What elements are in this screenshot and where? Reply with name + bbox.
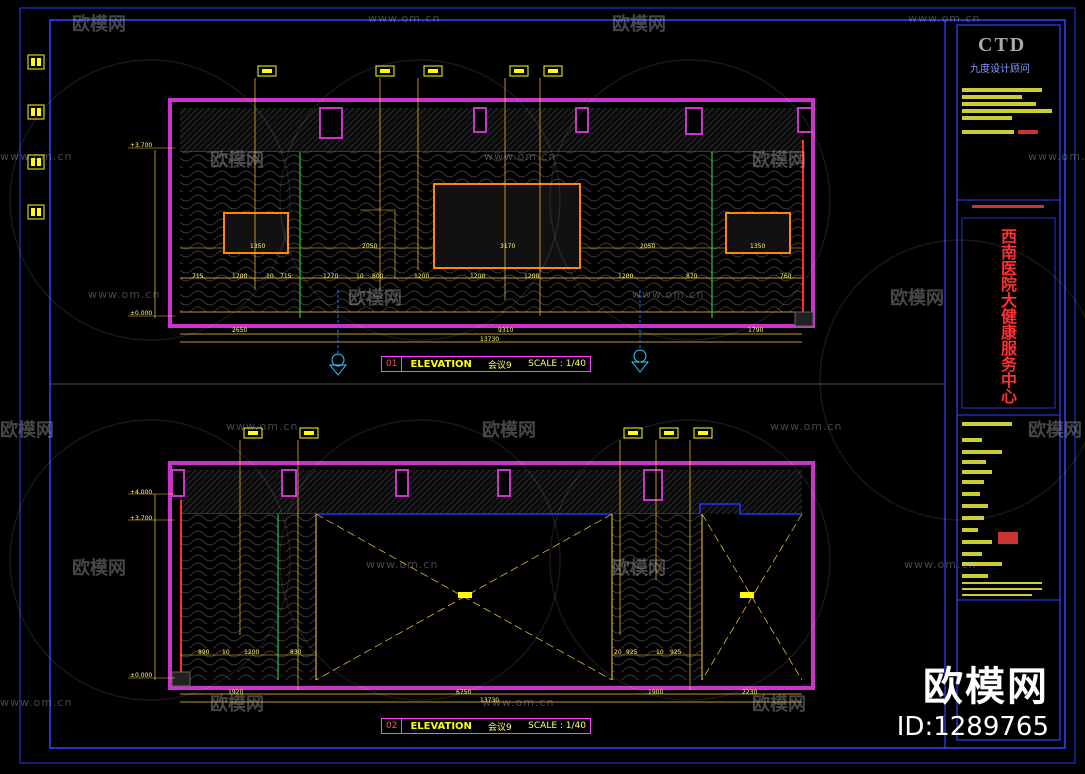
- dim-1: 1350: [250, 243, 266, 250]
- dim-2: 1920: [228, 689, 244, 696]
- watermark-url: www.om.cn: [770, 420, 843, 433]
- watermark-brand: 欧模网: [890, 288, 944, 309]
- watermark-url: www.om.cn: [632, 288, 705, 301]
- level-zero-2: ±0.000: [130, 672, 153, 679]
- watermark-url: www.om.cn: [1028, 150, 1085, 163]
- watermark-url: www.om.cn: [226, 420, 299, 433]
- dim-1: 800: [372, 273, 384, 280]
- watermark-brand: 欧模网: [752, 694, 806, 715]
- dim-2: 1900: [648, 689, 664, 696]
- dim-1: 870: [686, 273, 698, 280]
- dim-1: 760: [780, 273, 792, 280]
- dim-1: 13730: [480, 336, 500, 343]
- dim-2: 925: [670, 649, 682, 656]
- watermark-url: www.om.cn: [88, 288, 161, 301]
- watermark-brand: 欧模网: [612, 14, 666, 35]
- elevation-title-01: 01 ELEVATION 会议9 SCALE : 1/40: [381, 356, 591, 372]
- level-zero-1: ±0.000: [130, 310, 153, 317]
- dim-1: 1270: [323, 273, 339, 280]
- elevation-label: ELEVATION: [410, 358, 472, 370]
- watermark-brand: 欧模网: [0, 420, 54, 441]
- dim-1: 1200: [414, 273, 430, 280]
- dim-1: 1200: [470, 273, 486, 280]
- watermark-url: www.om.cn: [368, 12, 441, 25]
- watermark-arcs: [9, 59, 1085, 701]
- elevation-01-drawing: [128, 65, 815, 376]
- watermark-brand: 欧模网: [210, 150, 264, 171]
- watermark-brand: 欧模网: [1028, 420, 1082, 441]
- watermark-url: www.om.cn: [484, 150, 557, 163]
- dim-1: 1200: [618, 273, 634, 280]
- dim-2: 830: [290, 649, 302, 656]
- watermark-brand: 欧模网: [482, 420, 536, 441]
- watermark-brand: 欧模网: [348, 288, 402, 309]
- dim-1: 10: [266, 273, 274, 280]
- watermark-url: www.om.cn: [908, 12, 981, 25]
- dim-1: 715: [280, 273, 292, 280]
- dim-1: 2050: [640, 243, 656, 250]
- dim-1: 2650: [232, 327, 248, 334]
- dim-1: 1350: [750, 243, 766, 250]
- elevation-scale: SCALE : 1/40: [528, 721, 586, 731]
- dim-2: 13730: [480, 697, 500, 704]
- watermark-url: www.om.cn: [0, 150, 73, 163]
- watermark-url: www.om.cn: [366, 558, 439, 571]
- elevation-name: 会议9: [487, 722, 512, 733]
- dim-2: 2230: [742, 689, 758, 696]
- title-block-frame: [956, 24, 1061, 741]
- dim-2: 10: [222, 649, 230, 656]
- watermark-url: www.om.cn: [904, 558, 977, 571]
- company-name: 九度设计顾问: [970, 64, 1030, 75]
- dim-1: 9310: [498, 327, 514, 334]
- elevation-02-drawing: [128, 427, 815, 703]
- watermark-brand: 欧模网: [210, 694, 264, 715]
- dim-1: 10: [356, 273, 364, 280]
- company-logo: CTD: [978, 34, 1027, 56]
- level-top-2b: +3.700: [130, 515, 153, 522]
- elevation-name: 会议9: [487, 360, 512, 371]
- watermark-brand: 欧模网: [752, 150, 806, 171]
- watermark-large-brand: 欧模网: [923, 664, 1049, 710]
- dim-1: 1200: [524, 273, 540, 280]
- elevation-title-02: 02 ELEVATION 会议9 SCALE : 1/40: [381, 718, 591, 734]
- elevation-scale: SCALE : 1/40: [528, 359, 586, 369]
- elevation-number: 01: [382, 357, 403, 371]
- dim-2: 20: [614, 649, 622, 656]
- watermark-brand: 欧模网: [612, 558, 666, 579]
- level-top-1: +3.700: [130, 142, 153, 149]
- dim-2: 890: [198, 649, 210, 656]
- dim-1: 3170: [500, 243, 516, 250]
- watermark-url: www.om.cn: [482, 696, 555, 709]
- dim-2: 10: [656, 649, 664, 656]
- level-top-2a: +4.000: [130, 489, 153, 496]
- elevation-number: 02: [382, 719, 403, 733]
- dim-1: 1200: [232, 273, 248, 280]
- dim-1: 2050: [362, 243, 378, 250]
- watermark-brand: 欧模网: [72, 14, 126, 35]
- elevation-label: ELEVATION: [410, 720, 472, 732]
- dim-2: 6750: [456, 689, 472, 696]
- watermark-id: ID:1289765: [896, 712, 1049, 742]
- outer-frame: [19, 7, 1076, 764]
- watermark-url: www.om.cn: [0, 696, 73, 709]
- dim-2: 1200: [244, 649, 260, 656]
- dim-2: 925: [626, 649, 638, 656]
- project-title-vertical: 西南医院大健康服务中心: [998, 228, 1017, 404]
- dim-1: 715: [192, 273, 204, 280]
- dim-1: 1790: [748, 327, 764, 334]
- watermark-brand: 欧模网: [72, 558, 126, 579]
- left-margin-tags: [27, 54, 45, 220]
